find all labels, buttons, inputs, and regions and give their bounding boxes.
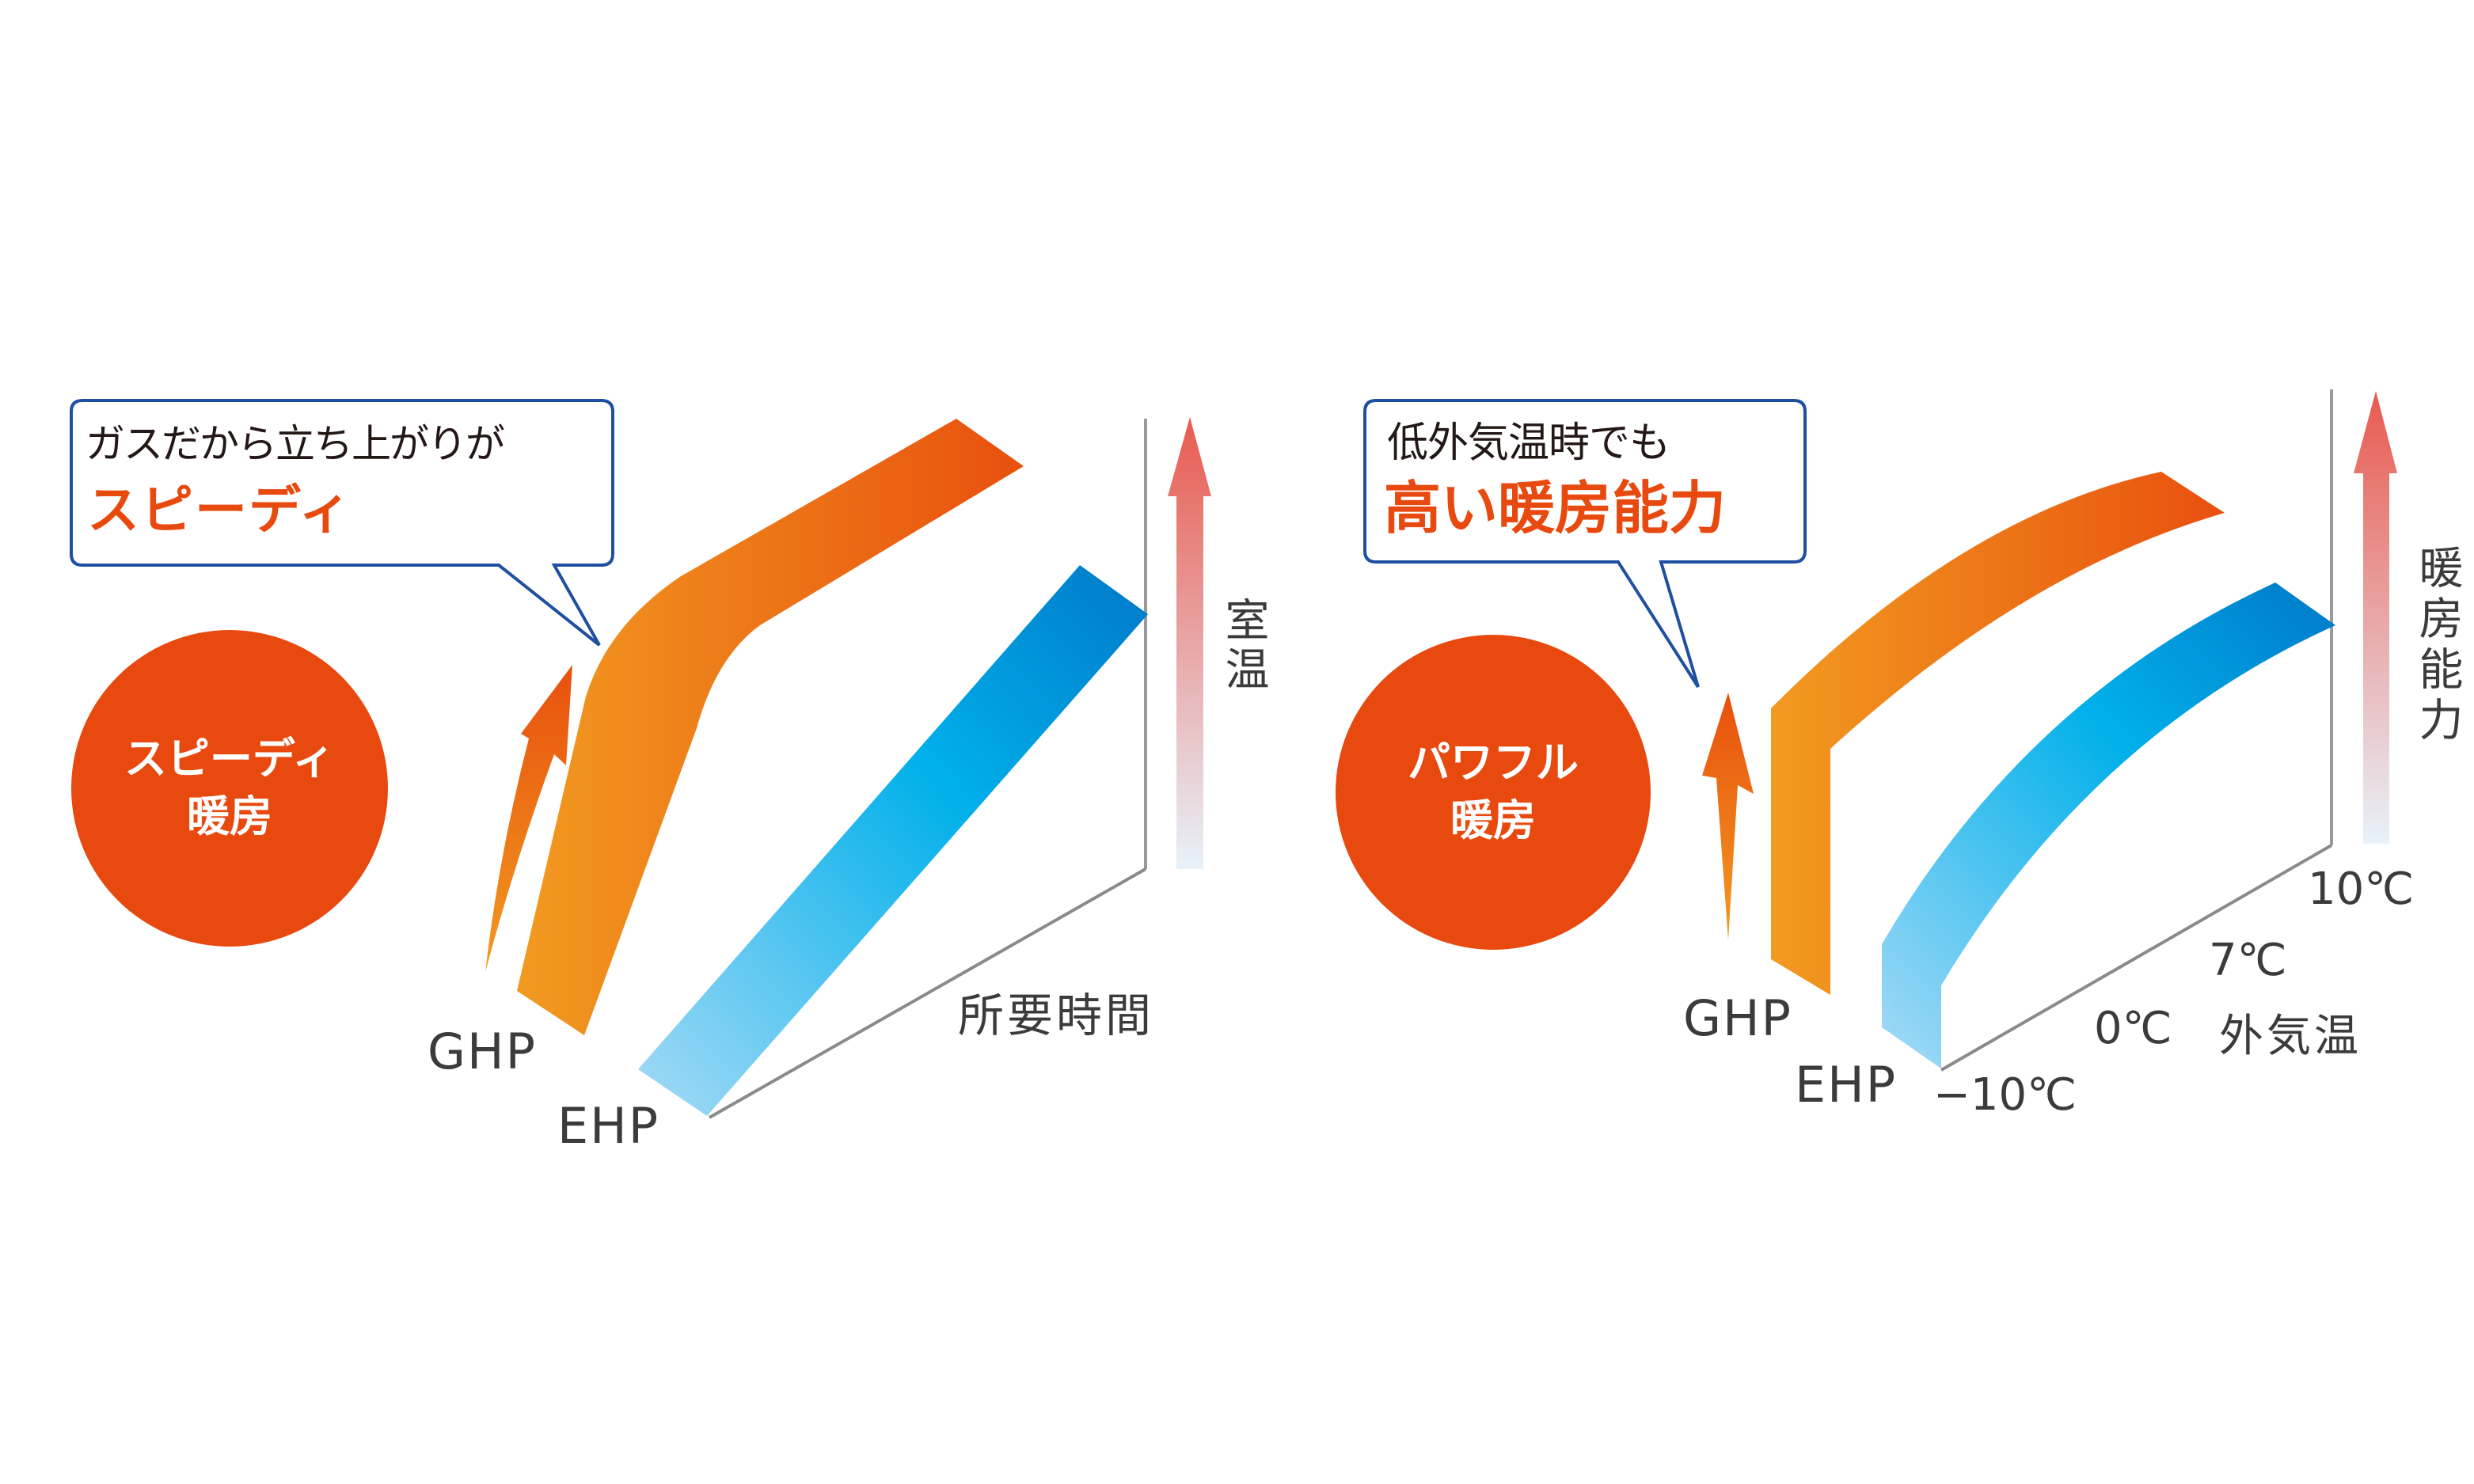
- ehp-band-left: [638, 565, 1148, 1116]
- callout-line2-left: スピーディ: [87, 480, 353, 541]
- series-label-ghp-right: GHP: [1683, 989, 1793, 1047]
- ghp-band-left: [517, 419, 1024, 1035]
- badge-powerful-heating: パワフル 暖房: [1336, 635, 1651, 950]
- y-axis-label-right: 暖房能力: [2411, 545, 2463, 747]
- x-axis-line-right: [1940, 844, 2332, 1072]
- callout-line1-right: 低外気温時でも: [1387, 419, 1670, 467]
- ehp-band-right: [1882, 583, 2335, 1068]
- x-tick-0: 0℃: [2094, 1003, 2172, 1054]
- x-axis-label-left: 所要時間: [958, 989, 1155, 1042]
- badge-line2: 暖房: [187, 791, 272, 841]
- gradient-up-arrow-icon: [1168, 417, 1211, 869]
- y-axis-label-left: 室温: [1218, 597, 1269, 695]
- series-label-ghp-left: GHP: [428, 1023, 538, 1080]
- badge-line1: パワフル: [1408, 738, 1579, 788]
- x-axis-line-left: [709, 867, 1146, 1119]
- badge-line2: 暖房: [1450, 795, 1536, 845]
- x-tick-7: 7℃: [2209, 935, 2287, 986]
- callout-line2-right: 高い暖房能力: [1384, 475, 1727, 541]
- callout-bubble-left: [70, 399, 614, 647]
- x-axis-label-right: 外気温: [2219, 1011, 2362, 1062]
- orange-up-arrow-icon: [1702, 693, 1754, 940]
- x-tick-10: 10℃: [2308, 863, 2415, 915]
- x-tick-minus10: −10℃: [1933, 1069, 2077, 1121]
- gradient-up-arrow-icon: [2354, 391, 2397, 844]
- ghp-band-right: [1771, 472, 2225, 995]
- callout-line1-left: ガスだから立ち上がりが: [86, 421, 505, 467]
- series-label-ehp-right: EHP: [1795, 1056, 1898, 1114]
- badge-line1: スピーディ: [124, 734, 336, 784]
- orange-up-arrow-icon: [485, 665, 572, 972]
- badge-speedy-heating: スピーディ 暖房: [71, 630, 388, 947]
- series-label-ehp-left: EHP: [557, 1097, 660, 1155]
- callout-bubble-right: [1363, 399, 1807, 689]
